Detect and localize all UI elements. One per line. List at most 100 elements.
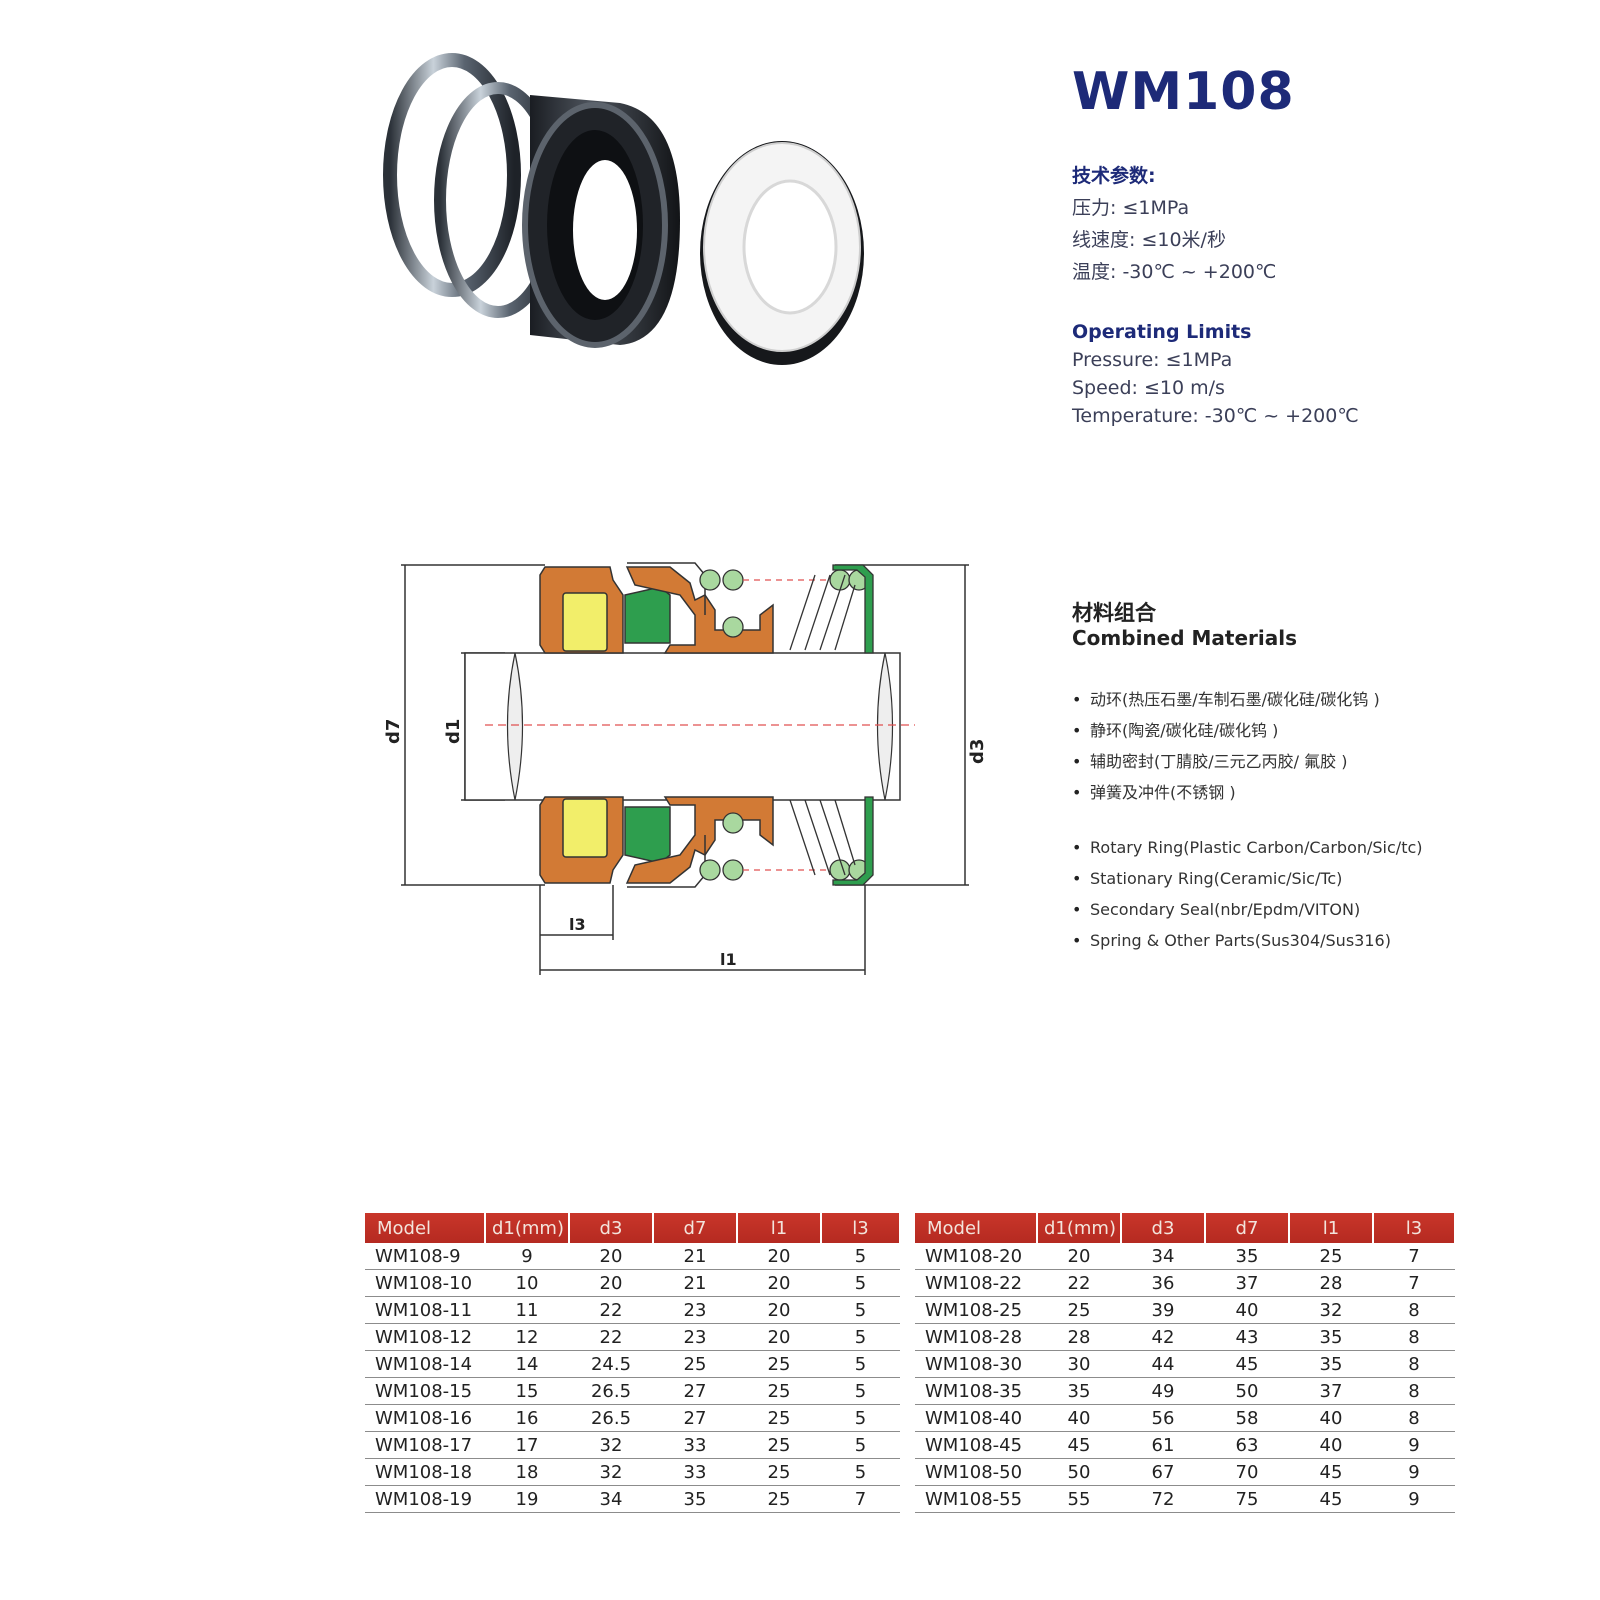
value-cell: 25	[653, 1350, 737, 1378]
value-cell: 55	[1037, 1485, 1121, 1513]
stationary-ring-bottom	[624, 806, 671, 864]
seal-cross-section-diagram: d7 d1 d3 l3 l1	[383, 562, 988, 975]
value-cell: 7	[821, 1485, 900, 1513]
value-cell: 27	[653, 1404, 737, 1432]
value-cell: 63	[1205, 1431, 1289, 1459]
value-cell: 5	[821, 1296, 900, 1324]
spring-bottom	[789, 799, 856, 876]
value-cell: 8	[1373, 1323, 1455, 1351]
value-cell: 14	[485, 1350, 569, 1378]
column-header: l3	[821, 1213, 901, 1243]
value-cell: 9	[1373, 1458, 1455, 1486]
value-cell: 32	[1289, 1296, 1373, 1324]
value-cell: 45	[1205, 1350, 1289, 1378]
d3-label: d3	[967, 739, 988, 764]
value-cell: 9	[485, 1243, 569, 1270]
value-cell: 11	[485, 1296, 569, 1324]
material-item: 静环(陶瓷/碳化硅/碳化钨 )	[1072, 715, 1380, 746]
value-cell: 22	[569, 1323, 653, 1351]
material-item: Secondary Seal(nbr/Epdm/VITON)	[1072, 894, 1423, 925]
value-cell: 25	[737, 1458, 821, 1486]
spec-cn-temperature: 温度: -30℃ ~ +200℃	[1072, 261, 1277, 283]
value-cell: 75	[1205, 1485, 1289, 1513]
column-header: d7	[1205, 1213, 1290, 1243]
value-cell: 28	[1037, 1323, 1121, 1351]
value-cell: 35	[1205, 1243, 1289, 1270]
value-cell: 16	[485, 1404, 569, 1432]
l1-label: l1	[720, 950, 737, 969]
value-cell: 61	[1121, 1431, 1205, 1459]
value-cell: 37	[1205, 1269, 1289, 1297]
value-cell: 19	[485, 1485, 569, 1513]
value-cell: 34	[569, 1485, 653, 1513]
value-cell: 21	[653, 1269, 737, 1297]
model-cell: WM108-20	[915, 1243, 1037, 1270]
value-cell: 23	[653, 1296, 737, 1324]
value-cell: 45	[1037, 1431, 1121, 1459]
value-cell: 45	[1289, 1458, 1373, 1486]
value-cell: 5	[821, 1458, 900, 1486]
value-cell: 35	[1037, 1377, 1121, 1405]
value-cell: 36	[1121, 1269, 1205, 1297]
value-cell: 5	[821, 1404, 900, 1432]
seal-product-photo	[383, 53, 680, 348]
spec-cn-pressure: 压力: ≤1MPa	[1072, 197, 1190, 219]
value-cell: 43	[1205, 1323, 1289, 1351]
model-cell: WM108-11	[365, 1296, 485, 1324]
model-cell: WM108-22	[915, 1269, 1037, 1297]
model-cell: WM108-30	[915, 1350, 1037, 1378]
value-cell: 40	[1037, 1404, 1121, 1432]
materials-title-cn: 材料组合	[1072, 601, 1156, 625]
rotary-ring-bottom	[562, 798, 608, 858]
value-cell: 8	[1373, 1350, 1455, 1378]
column-header: l3	[1373, 1213, 1456, 1243]
column-header: d1(mm)	[485, 1213, 570, 1243]
rotary-ring-top	[562, 592, 608, 652]
materials-title-en: Combined Materials	[1072, 626, 1298, 650]
value-cell: 33	[653, 1431, 737, 1459]
value-cell: 35	[653, 1485, 737, 1513]
value-cell: 40	[1289, 1431, 1373, 1459]
materials-list-en: Rotary Ring(Plastic Carbon/Carbon/Sic/tc…	[1072, 832, 1423, 956]
value-cell: 9	[1373, 1431, 1455, 1459]
value-cell: 20	[737, 1243, 821, 1270]
value-cell: 20	[737, 1269, 821, 1297]
column-header: l1	[1289, 1213, 1374, 1243]
value-cell: 26.5	[569, 1404, 653, 1432]
value-cell: 5	[821, 1269, 900, 1297]
value-cell: 15	[485, 1377, 569, 1405]
value-cell: 34	[1121, 1243, 1205, 1270]
value-cell: 25	[737, 1350, 821, 1378]
model-cell: WM108-16	[365, 1404, 485, 1432]
spec-en-temperature: Temperature: -30℃ ~ +200℃	[1072, 405, 1359, 427]
spec-en-pressure: Pressure: ≤1MPa	[1072, 349, 1233, 371]
model-cell: WM108-50	[915, 1458, 1037, 1486]
value-cell: 20	[569, 1269, 653, 1297]
spec-cn-speed: 线速度: ≤10米/秒	[1072, 229, 1226, 251]
model-cell: WM108-40	[915, 1404, 1037, 1432]
value-cell: 5	[821, 1323, 900, 1351]
value-cell: 67	[1121, 1458, 1205, 1486]
model-cell: WM108-17	[365, 1431, 485, 1459]
value-cell: 5	[821, 1431, 900, 1459]
model-cell: WM108-12	[365, 1323, 485, 1351]
value-cell: 21	[653, 1243, 737, 1270]
value-cell: 25	[737, 1404, 821, 1432]
